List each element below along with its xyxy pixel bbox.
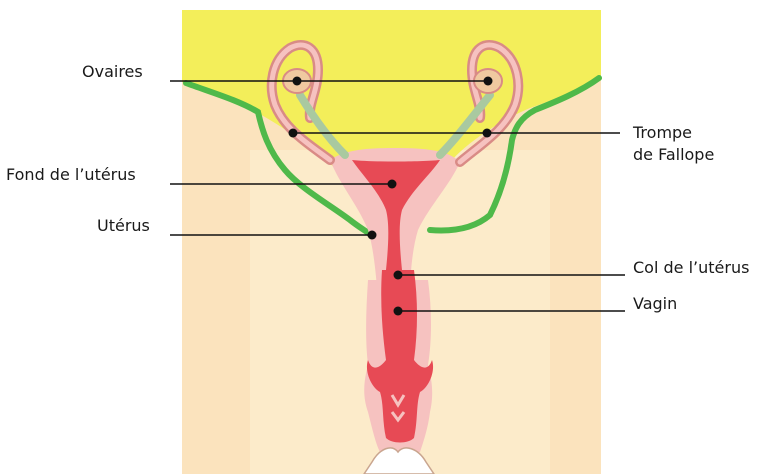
label-uterus: Utérus — [97, 216, 150, 235]
dot-ovary-left — [293, 77, 302, 86]
label-ovaires: Ovaires — [82, 62, 143, 81]
label-col-uterus: Col de l’utérus — [633, 258, 749, 277]
dot-col-uterus — [394, 271, 403, 280]
dot-fond-uterus — [388, 180, 397, 189]
label-trompe-line1: Trompe — [633, 123, 692, 142]
label-vagin: Vagin — [633, 294, 677, 313]
dot-tube-left — [289, 129, 298, 138]
dot-tube-right — [483, 129, 492, 138]
label-fond-uterus: Fond de l’utérus — [6, 165, 136, 184]
dot-vagin — [394, 307, 403, 316]
dot-uterus — [368, 231, 377, 240]
label-trompe-line2: de Fallope — [633, 145, 714, 164]
dot-ovary-right — [484, 77, 493, 86]
